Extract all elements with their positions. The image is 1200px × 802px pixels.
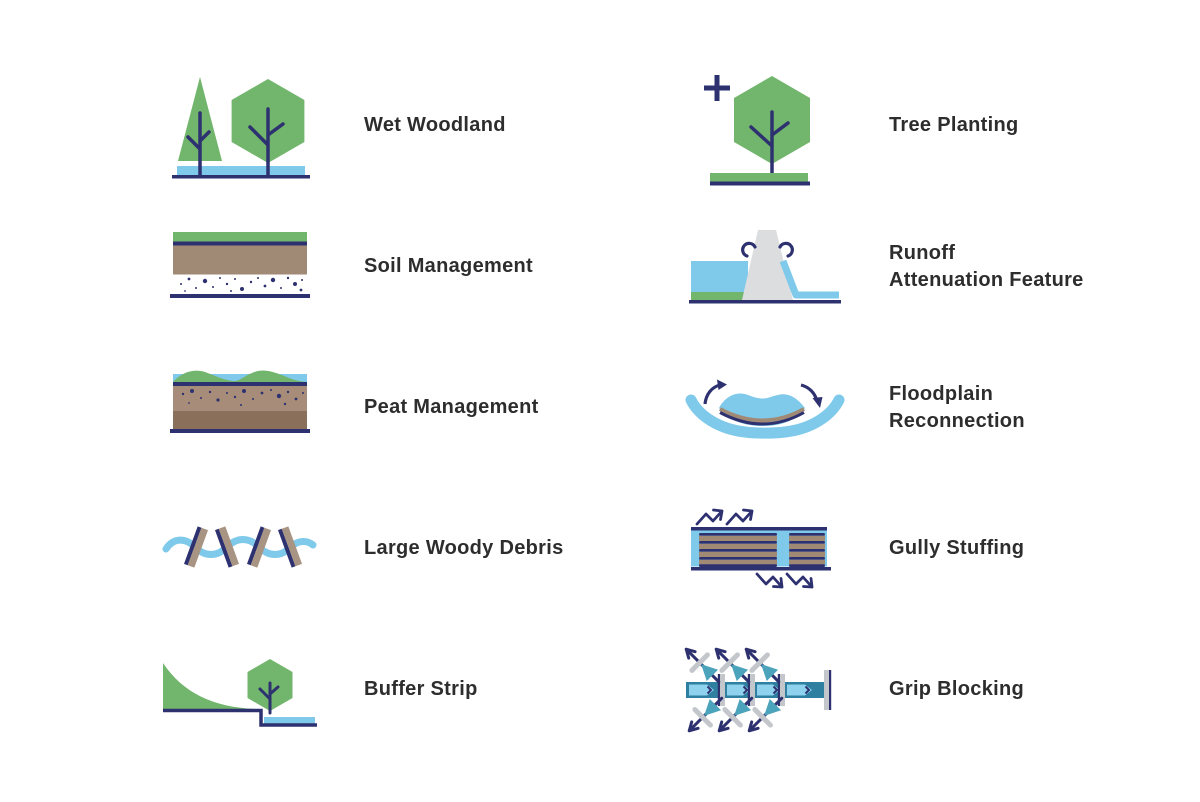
pond-water [691,261,748,292]
green-mounds [173,370,307,382]
peat-dots [181,389,304,406]
log-stack-right [789,532,825,567]
legend-column-right: Tree Planting Runoff Attenuation Feature [665,55,1084,760]
peat-layer [173,386,307,411]
tree-planting-icon [704,74,810,185]
water-strip [177,165,305,175]
legend-label: Large Woody Debris [364,537,564,559]
subpeat-layer [173,411,307,429]
legend-label: Tree Planting [889,114,1019,136]
legend-item-runoff-attenuation-feature: Runoff Attenuation Feature [665,196,1084,337]
peat-management-icon [170,370,310,433]
grass-layer [173,231,307,241]
soil-management-icon [170,231,310,298]
hexagon-tree-trunk [258,681,280,715]
legend-item-gully-stuffing: Gully Stuffing [665,478,1084,619]
legend-label: Floodplain Reconnection [889,382,1025,432]
floodplain-reconnection-icon [685,379,845,439]
log-1 [183,525,209,568]
valley-band [685,394,845,439]
inflow-zigzag-arrows [695,508,754,525]
legend-label: Buffer Strip [364,678,478,700]
log-3 [246,525,272,568]
water-strip [173,374,307,382]
legend-label: Peat Management [364,396,539,418]
plus-icon [704,74,730,101]
legend-label: Runoff Attenuation Feature [889,241,1084,291]
legend-item-peat-management: Peat Management [140,337,564,478]
log-4 [277,525,303,568]
log-2 [214,525,240,568]
flow-arrow-left [703,382,721,404]
legend-item-grip-blocking: Grip Blocking [665,619,1084,760]
outflow-zigzag-arrows [755,572,814,588]
berm-navy-arc [719,410,805,425]
ground-step-line [163,708,317,727]
pond-green-bed [691,292,748,300]
legend-label: Grip Blocking [889,678,1025,700]
grip-blocking-icon [684,647,832,732]
log-stack-left [699,532,777,567]
legend-label: Wet Woodland [364,114,506,136]
legend-item-soil-management: Soil Management [140,196,564,337]
legend-item-floodplain-reconnection: Floodplain Reconnection [665,337,1084,478]
buffer-strip-icon [163,659,317,727]
spill-hook-right [778,241,794,258]
conifer-trunk [186,110,211,177]
legend-item-buffer-strip: Buffer Strip [140,619,564,760]
subsoil-dots [180,276,303,292]
channel-chevron-ticks [706,685,811,694]
legend-label: Gully Stuffing [889,537,1025,559]
hexagon-tree-trunk [248,106,285,177]
runoff-attenuation-feature-icon [689,230,841,304]
berm-brown-arc [719,406,805,422]
legend-label: Soil Management [364,255,533,277]
outflow-stream [779,259,839,299]
spill-hook-left [741,241,757,258]
hexagon-tree-trunk [749,109,790,180]
legend-column-left: Wet Woodland [140,55,564,760]
channel-dams [717,669,832,710]
gully-stuffing-icon [691,508,831,588]
large-woody-debris-icon [162,525,317,568]
legend-item-large-woody-debris: Large Woody Debris [140,478,564,619]
topsoil-layer [173,245,307,274]
legend-item-wet-woodland: Wet Woodland [140,55,564,196]
grass-strip [710,172,808,181]
water-strip [264,717,315,725]
legend-item-tree-planting: Tree Planting [665,55,1084,196]
wet-woodland-icon [172,76,310,178]
green-slope [163,663,255,709]
